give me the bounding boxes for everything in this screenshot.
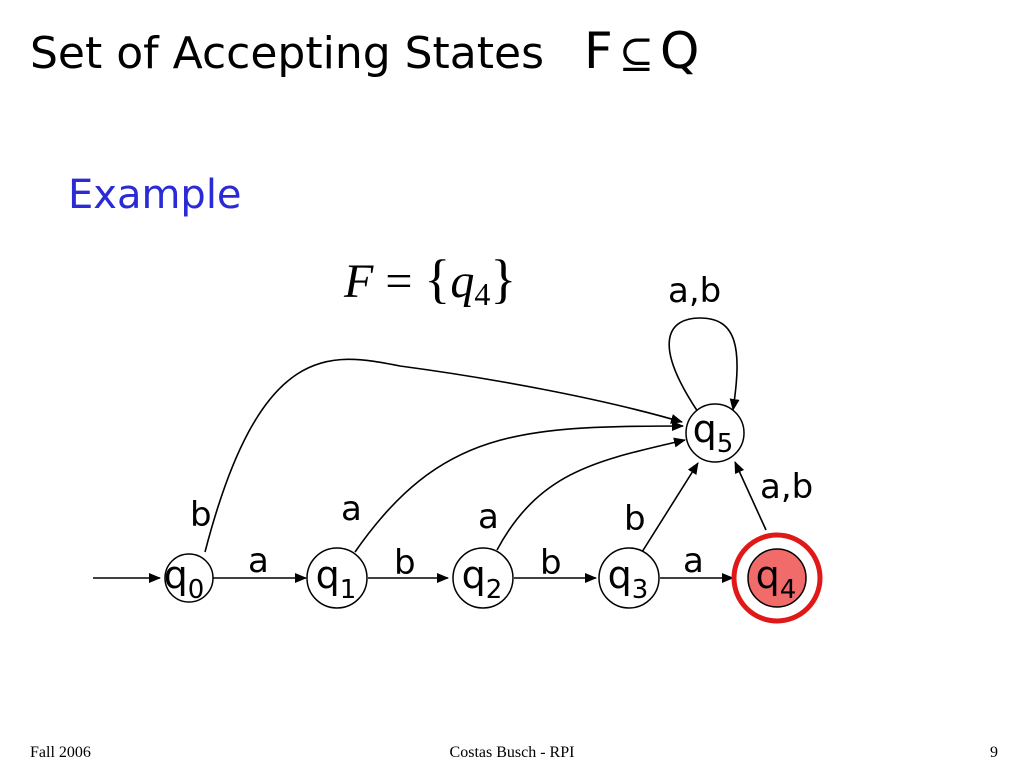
state-q1: q1 (306, 547, 368, 609)
formula-open-brace: { (424, 249, 451, 309)
svg-text:q3: q3 (608, 553, 649, 605)
title-math-rhs: Q (659, 22, 700, 80)
label-q5-loop: a,b (668, 271, 721, 311)
label-q3-q5: b (624, 499, 646, 539)
state-q0-base: q (164, 553, 188, 597)
svg-text:q5: q5 (693, 407, 734, 459)
label-q1-q2: b (394, 543, 416, 583)
state-q3: q3 (598, 547, 660, 609)
subset-symbol: ⊆ (618, 29, 654, 78)
edge-q1-q5 (354, 421, 684, 553)
svg-text:q1: q1 (316, 553, 357, 605)
state-q0: q0 (164, 553, 214, 605)
state-q2-base: q (462, 553, 486, 597)
title-text: Set of Accepting States (30, 28, 545, 79)
state-q3-sub: 3 (632, 575, 649, 605)
edge-q3-q5 (641, 462, 699, 553)
label-q0-q5: b (190, 495, 212, 535)
edge-q4-q5 (734, 461, 767, 531)
svg-text:q0: q0 (164, 553, 205, 605)
state-q5-sub: 5 (717, 429, 734, 459)
state-q0-sub: 0 (188, 575, 205, 605)
formula-state-sub: 4 (474, 276, 491, 312)
edge-q5-self-loop (668, 317, 740, 413)
label-q3-q4: a (683, 541, 704, 581)
state-q1-sub: 1 (340, 575, 357, 605)
title-math-lhs: F (584, 22, 613, 80)
label-q0-q1: a (248, 541, 269, 581)
state-q4-sub: 4 (780, 575, 797, 605)
edge-q0-q5 (204, 358, 683, 553)
state-q4-accepting: q4 (731, 532, 823, 624)
svg-text:q4: q4 (756, 553, 797, 605)
state-q5-base: q (693, 407, 717, 451)
svg-text:q2: q2 (462, 553, 503, 605)
accepting-set-formula: F = {q4} (344, 248, 516, 313)
footer-author: Costas Busch - RPI (449, 744, 575, 761)
state-q1-base: q (316, 553, 340, 597)
label-q4-q5: a,b (760, 467, 813, 507)
label-q1-q5: a (341, 489, 362, 529)
label-q2-q3: b (540, 543, 562, 583)
example-heading: Example (68, 172, 242, 218)
state-q4-base: q (756, 553, 780, 597)
state-q5: q5 (685, 403, 745, 463)
label-q2-q5: a (478, 497, 499, 537)
footer-page-number: 9 (990, 744, 998, 761)
formula-state: q (450, 255, 475, 308)
slide-title: Set of Accepting States F⊆Q (30, 22, 699, 80)
formula-lhs: F (344, 255, 374, 308)
formula-close-brace: } (490, 249, 517, 309)
state-q2: q2 (452, 547, 514, 609)
footer-date: Fall 2006 (30, 744, 91, 761)
title-math: F⊆Q (584, 22, 699, 80)
state-q3-base: q (608, 553, 632, 597)
edge-q2-q5 (496, 437, 686, 551)
formula-eq: = (385, 255, 413, 308)
state-q2-sub: 2 (486, 575, 503, 605)
